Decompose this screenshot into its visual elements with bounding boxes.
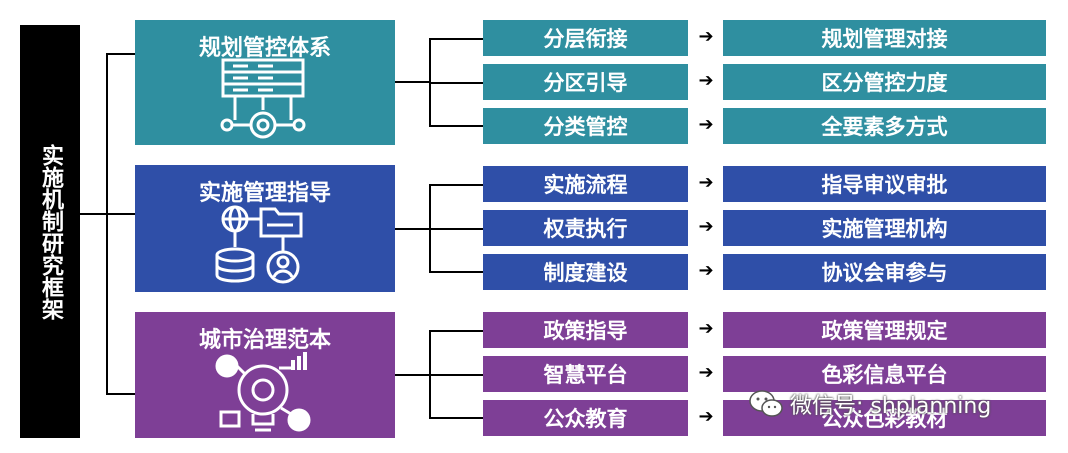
connector [429,228,483,230]
watermark: 微信号: shplanning [748,388,991,420]
item-right: 区分管控力度 [723,64,1046,100]
group-implementation-guidance: 实施管理指导 [135,165,395,292]
item-right: 实施管理机构 [723,210,1046,246]
connector [429,271,483,273]
connector [395,374,430,376]
arrow-right-icon: ➔ [698,318,714,339]
connector [429,330,483,332]
item-right: 协议会审参与 [723,254,1046,290]
framework-title: 实施机制研究框架 [20,25,80,438]
item-left: 权责执行 [483,210,688,246]
connector [106,53,135,55]
wechat-icon [749,390,783,417]
item-left: 实施流程 [483,166,688,202]
connector [106,393,135,395]
item-left: 智慧平台 [483,356,688,392]
connector [429,184,483,186]
item-left: 制度建设 [483,254,688,290]
group-title: 城市治理范本 [198,328,331,353]
item-left: 公众教育 [483,400,688,436]
arrow-right-icon: ➔ [698,362,714,383]
item-right: 政策管理规定 [723,312,1046,348]
arrow-right-icon: ➔ [698,260,714,281]
connector [106,213,135,215]
arrow-right-icon: ➔ [698,70,714,91]
connector [395,228,430,230]
group-title: 规划管控体系 [198,36,331,61]
item-left: 分层衔接 [483,20,688,56]
item-left: 政策指导 [483,312,688,348]
connector [429,82,483,84]
connector [80,213,107,215]
connector [429,417,483,419]
connector [429,38,483,40]
group-urban-governance: 城市治理范本 [135,312,395,438]
arrow-right-icon: ➔ [698,172,714,193]
arrow-right-icon: ➔ [698,114,714,135]
item-left: 分区引导 [483,64,688,100]
item-right: 指导审议审批 [723,166,1046,202]
arrow-right-icon: ➔ [698,406,714,427]
group-planning-control: 规划管控体系 [135,20,395,145]
item-left: 分类管控 [483,108,688,144]
connector [429,374,483,376]
arrow-right-icon: ➔ [698,26,714,47]
group-title: 实施管理指导 [198,181,331,206]
item-right: 全要素多方式 [723,108,1046,144]
watermark-text: 微信号: shplanning [790,394,992,419]
database-network-icon [215,205,303,284]
connector [106,53,108,395]
smart-city-bulb-icon [215,352,311,432]
connector [395,81,430,83]
item-right: 公众色彩教材 [723,400,1046,436]
item-right: 色彩信息平台 [723,356,1046,392]
server-gear-icon [220,58,306,139]
connector [429,125,483,127]
arrow-right-icon: ➔ [698,216,714,237]
item-right: 规划管理对接 [723,20,1046,56]
